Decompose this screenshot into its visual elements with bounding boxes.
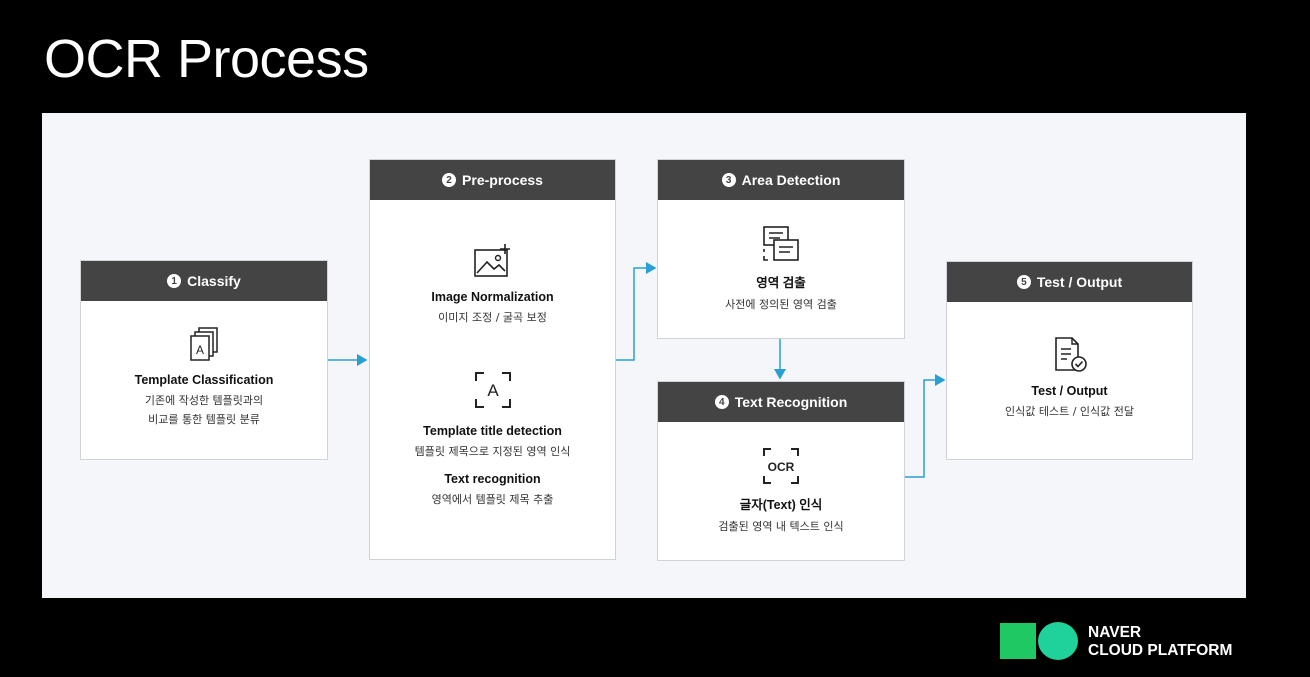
logo-square-mark xyxy=(1000,623,1036,659)
item-desc: 기존에 작성한 템플릿과의 비교를 통한 템플릿 분류 xyxy=(144,394,264,426)
item-title: 영역 검출 xyxy=(756,276,806,290)
step-preprocess-header: 2 Pre-process xyxy=(370,160,615,200)
step-classify-box: 1 Classify A Template Classification 기존에… xyxy=(80,260,328,460)
step-label: Classify xyxy=(187,273,241,289)
step-label: Pre-process xyxy=(462,172,543,188)
item-title: 글자(Text) 인식 xyxy=(739,498,823,512)
svg-text:A: A xyxy=(487,381,499,400)
step-preprocess-box: 2 Pre-process Image Normalization 이미지 조정… xyxy=(369,159,616,560)
step-classify-header: 1 Classify xyxy=(81,261,327,301)
template-title-detection-item: A Template title detection 템플릿 제목으로 지정된 … xyxy=(370,370,615,461)
document-check-icon xyxy=(1054,337,1087,372)
slide-title: OCR Process xyxy=(44,29,369,89)
area-detection-item: 영역 검출 사전에 정의된 영역 검출 xyxy=(658,224,904,314)
item-title: Template Classification xyxy=(134,373,274,387)
step-text-recognition-header: 4 Text Recognition xyxy=(658,382,904,422)
image-normalize-icon xyxy=(473,244,510,277)
text-recognition-item: OCR 글자(Text) 인식 검출된 영역 내 텍스트 인식 xyxy=(658,446,904,536)
step-test-output-box: 5 Test / Output Test / Output 인식값 테스트 / … xyxy=(946,261,1193,460)
svg-text:A: A xyxy=(196,343,204,357)
step-number-badge: 2 xyxy=(442,173,457,187)
item-title: Template title detection xyxy=(423,424,562,438)
step-test-output-header: 5 Test / Output xyxy=(947,262,1192,302)
template-title-detect-icon: A xyxy=(474,372,511,408)
text-recognition-subitem: Text recognition 영역에서 템플릿 제목 추출 xyxy=(370,464,615,509)
ocr-scan-icon: OCR xyxy=(763,448,799,484)
logo-circle-mark xyxy=(1038,622,1078,660)
step-number-badge: 5 xyxy=(1016,275,1031,289)
item-desc: 영역에서 템플릿 제목 추출 xyxy=(431,493,554,506)
test-output-item: Test / Output 인식값 테스트 / 인식값 전달 xyxy=(947,334,1192,421)
step-label: Test / Output xyxy=(1036,274,1123,290)
step-number-badge: 1 xyxy=(167,274,182,288)
step-area-detection-box: 3 Area Detection 영역 검출 사전에 정의된 영역 검출 xyxy=(657,159,905,339)
classify-item: A Template Classification 기존에 작성한 템플릿과의 … xyxy=(81,325,327,429)
step-area-detection-header: 3 Area Detection xyxy=(658,160,904,200)
item-desc: 인식값 테스트 / 인식값 전달 xyxy=(1004,405,1134,418)
image-normalization-item: Image Normalization 이미지 조정 / 굴곡 보정 xyxy=(370,240,615,327)
step-label: Area Detection xyxy=(741,172,841,188)
item-desc: 검출된 영역 내 텍스트 인식 xyxy=(718,520,844,533)
area-detection-icon xyxy=(763,226,799,261)
arrow-preprocess-to-area xyxy=(616,262,657,361)
step-text-recognition-box: 4 Text Recognition OCR 글자(Text) 인식 검출된 영… xyxy=(657,381,905,561)
item-title: Test / Output xyxy=(1031,384,1108,398)
arrow-text-to-output xyxy=(905,374,946,478)
svg-text:OCR: OCR xyxy=(768,460,795,474)
step-number-badge: 3 xyxy=(721,173,736,187)
item-desc: 사전에 정의된 영역 검출 xyxy=(725,298,837,311)
step-label: Text Recognition xyxy=(734,394,848,410)
naver-cloud-platform-logo: NAVER CLOUD PLATFORM xyxy=(1000,622,1260,662)
item-desc: 이미지 조정 / 굴곡 보정 xyxy=(438,311,547,324)
template-stack-icon: A xyxy=(190,327,218,361)
logo-text: NAVER CLOUD PLATFORM xyxy=(1088,624,1233,659)
item-title: Image Normalization xyxy=(431,290,554,304)
step-number-badge: 4 xyxy=(714,395,729,409)
item-title: Text recognition xyxy=(444,472,541,486)
item-desc: 템플릿 제목으로 지정된 영역 인식 xyxy=(414,445,571,458)
